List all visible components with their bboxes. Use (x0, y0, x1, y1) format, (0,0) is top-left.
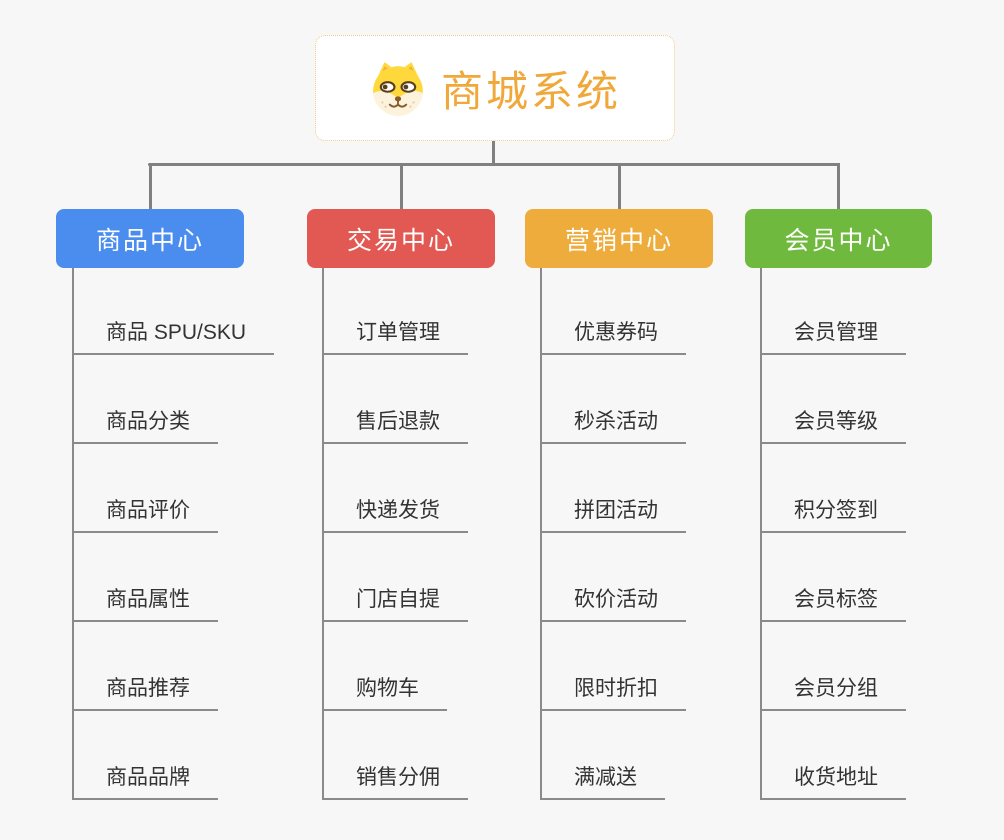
leaf-node[interactable]: 销售分佣 (324, 758, 468, 800)
leaf-node[interactable]: 商品品牌 (74, 758, 218, 800)
leaf-node[interactable]: 商品评价 (74, 491, 218, 533)
leaf-node[interactable]: 砍价活动 (542, 580, 686, 622)
branch-label: 会员中心 (784, 226, 893, 255)
branch-node-marketing-center[interactable]: 营销中心 (525, 209, 713, 268)
leaf-node[interactable]: 收货地址 (762, 758, 906, 800)
leaf-node[interactable]: 会员管理 (762, 313, 906, 355)
leaf-column-member-center: 会员管理 会员等级 积分签到 会员标签 会员分组 收货地址 (760, 268, 906, 800)
leaf-node[interactable]: 商品分类 (74, 402, 218, 444)
branch-node-product-center[interactable]: 商品中心 (56, 209, 244, 268)
root-node[interactable]: 商城系统 (315, 35, 675, 141)
leaf-node[interactable]: 商品推荐 (74, 669, 218, 711)
branch-label: 商品中心 (95, 226, 204, 255)
leaf-node[interactable]: 会员等级 (762, 402, 906, 444)
leaf-node[interactable]: 商品属性 (74, 580, 218, 622)
leaf-column-product-center: 商品 SPU/SKU 商品分类 商品评价 商品属性 商品推荐 商品品牌 (72, 268, 275, 800)
leaf-node[interactable]: 限时折扣 (542, 669, 686, 711)
connector-drop-3 (617, 163, 621, 209)
branch-node-trade-center[interactable]: 交易中心 (307, 209, 495, 268)
leaf-node[interactable]: 秒杀活动 (542, 402, 686, 444)
branch-label: 营销中心 (564, 226, 673, 255)
leaf-node[interactable]: 快递发货 (324, 491, 468, 533)
branch-label: 交易中心 (346, 226, 455, 255)
connector-drop-2 (399, 163, 403, 209)
leaf-column-trade-center: 订单管理 售后退款 快递发货 门店自提 购物车 销售分佣 (322, 268, 468, 800)
leaf-node[interactable]: 积分签到 (762, 491, 906, 533)
leaf-node[interactable]: 商品 SPU/SKU (74, 313, 275, 355)
leaf-node[interactable]: 会员标签 (762, 580, 906, 622)
connector-drop-4 (837, 163, 840, 209)
leaf-node[interactable]: 满减送 (542, 758, 665, 800)
leaf-node[interactable]: 优惠券码 (542, 313, 686, 355)
connector-drop-1 (148, 163, 152, 209)
branch-node-member-center[interactable]: 会员中心 (745, 209, 932, 268)
leaf-node[interactable]: 门店自提 (324, 580, 468, 622)
root-title: 商城系统 (440, 67, 621, 115)
leaf-node[interactable]: 购物车 (324, 669, 447, 711)
leaf-node[interactable]: 售后退款 (324, 402, 468, 444)
connector-root-stem (492, 140, 495, 165)
leaf-node[interactable]: 拼团活动 (542, 491, 686, 533)
leaf-node[interactable]: 订单管理 (324, 313, 468, 355)
leaf-column-marketing-center: 优惠券码 秒杀活动 拼团活动 砍价活动 限时折扣 满减送 (540, 268, 686, 800)
shiba-dog-icon (369, 59, 427, 117)
connector-bus (148, 163, 840, 166)
leaf-node[interactable]: 会员分组 (762, 669, 906, 711)
